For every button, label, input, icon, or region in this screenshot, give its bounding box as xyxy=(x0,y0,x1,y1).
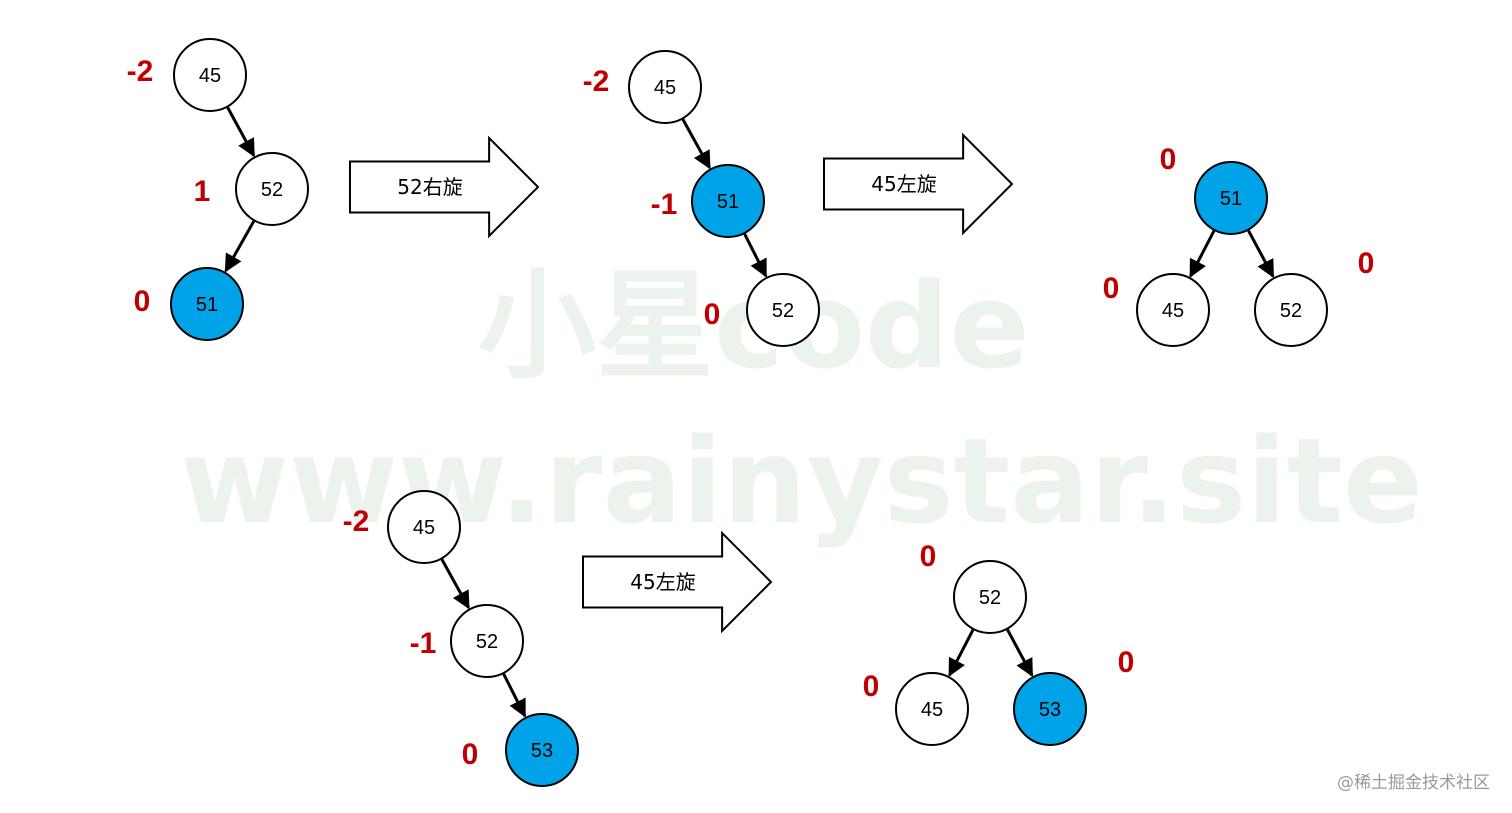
tree-node-45: 45 xyxy=(387,490,461,564)
node-circle xyxy=(450,604,524,678)
balance-factor-label: -1 xyxy=(651,188,678,221)
node-value: 51 xyxy=(1220,188,1242,210)
tree-edge-51-52 xyxy=(743,233,768,278)
tree-edge-45-51 xyxy=(681,118,711,170)
node-circle xyxy=(1254,273,1328,347)
rotation-arrow-label: 52右旋 xyxy=(397,175,462,199)
balance-factor-label: 1 xyxy=(194,175,211,208)
tree-edge-52-53 xyxy=(1006,628,1034,678)
rotation-arrow xyxy=(823,132,1014,236)
balance-factor-label: 0 xyxy=(134,285,151,318)
credit-watermark: @稀土掘金技术社区 xyxy=(1337,773,1490,793)
balance-factor-label: 0 xyxy=(1358,247,1375,280)
node-value: 45 xyxy=(1162,300,1184,322)
rotation-arrow-label: 45左旋 xyxy=(871,172,936,196)
node-circle xyxy=(746,273,820,347)
balance-factor-label: 0 xyxy=(863,670,880,703)
node-circle xyxy=(1194,161,1268,235)
node-value: 52 xyxy=(261,179,283,201)
node-value: 45 xyxy=(654,77,676,99)
node-value: 52 xyxy=(772,300,794,322)
rotation-arrow xyxy=(582,530,773,634)
tree-edge-51-45 xyxy=(1189,230,1216,278)
node-value: 53 xyxy=(531,740,553,762)
tree-node-51: 51 xyxy=(1194,161,1268,235)
node-circle xyxy=(953,560,1027,634)
node-value: 53 xyxy=(1039,699,1061,721)
node-circle xyxy=(173,38,247,112)
node-value: 51 xyxy=(717,191,739,213)
tree-node-53: 53 xyxy=(505,713,579,787)
node-circle xyxy=(1136,273,1210,347)
balance-factor-label: -2 xyxy=(343,505,370,538)
node-circle xyxy=(235,152,309,226)
balance-factor-label: 0 xyxy=(1103,272,1120,305)
node-circle xyxy=(387,490,461,564)
node-circle xyxy=(1013,672,1087,746)
rotation-arrow xyxy=(349,135,540,239)
node-circle xyxy=(628,50,702,124)
node-circle xyxy=(895,672,969,746)
node-value: 45 xyxy=(199,65,221,87)
balance-factor-label: -1 xyxy=(410,627,437,660)
node-value: 45 xyxy=(921,699,943,721)
tree-node-52: 52 xyxy=(450,604,524,678)
balance-factor-label: 0 xyxy=(920,540,937,573)
node-circle xyxy=(170,267,244,341)
tree-node-52: 52 xyxy=(953,560,1027,634)
tree-node-53: 53 xyxy=(1013,672,1087,746)
tree-edge-52-53 xyxy=(502,673,527,718)
tree-node-52: 52 xyxy=(1254,273,1328,347)
tree-edge-45-52 xyxy=(440,558,470,610)
tree-edge-45-52 xyxy=(226,106,256,158)
tree-node-45: 45 xyxy=(895,672,969,746)
tree-node-45: 45 xyxy=(628,50,702,124)
balance-factor-label: 0 xyxy=(1160,143,1177,176)
tree-node-45: 45 xyxy=(1136,273,1210,347)
tree-node-45: 45 xyxy=(173,38,247,112)
balance-factor-label: 0 xyxy=(462,738,479,771)
tree-edge-52-45 xyxy=(948,629,975,677)
balance-factor-label: -2 xyxy=(127,55,154,88)
node-value: 51 xyxy=(196,294,218,316)
node-value: 52 xyxy=(979,587,1001,609)
node-value: 45 xyxy=(413,517,435,539)
tree-edge-51-52 xyxy=(1247,229,1275,279)
node-circle xyxy=(691,164,765,238)
node-value: 52 xyxy=(1280,300,1302,322)
tree-edge-52-51 xyxy=(224,220,256,273)
tree-node-52: 52 xyxy=(746,273,820,347)
tree-node-51: 51 xyxy=(170,267,244,341)
node-value: 52 xyxy=(476,631,498,653)
balance-factor-label: -2 xyxy=(583,65,610,98)
rotation-arrow-label: 45左旋 xyxy=(630,570,695,594)
tree-node-51: 51 xyxy=(691,164,765,238)
balance-factor-label: 0 xyxy=(704,298,721,331)
tree-node-52: 52 xyxy=(235,152,309,226)
node-circle xyxy=(505,713,579,787)
balance-factor-label: 0 xyxy=(1118,646,1135,679)
